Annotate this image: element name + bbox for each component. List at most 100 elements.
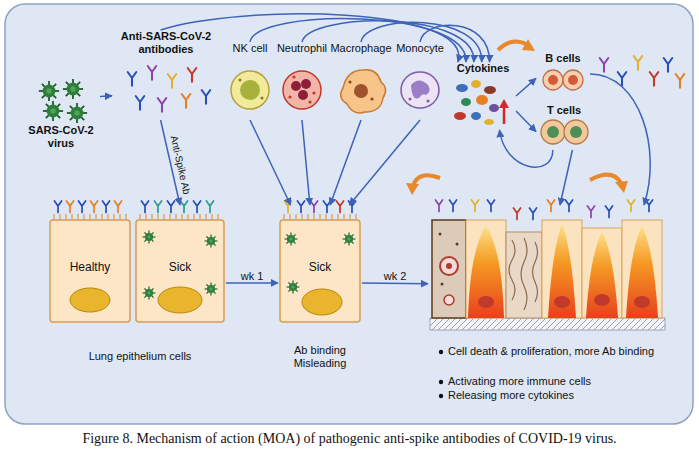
misled-cell-drawing-part — [343, 233, 356, 246]
orange-cycle-arrows — [406, 39, 628, 195]
node-label: Cytokines — [450, 62, 516, 75]
b-cell-icons-part — [563, 70, 583, 90]
damaged-tissue-drawing-part — [513, 208, 520, 219]
damaged-tissue-drawing-part — [456, 243, 459, 246]
connector — [302, 120, 310, 205]
antibody-icons-part — [168, 74, 177, 88]
antibody-icons-part — [158, 98, 167, 112]
neutrophil-icon-part — [312, 91, 315, 94]
sick-cell-drawing-part — [193, 201, 200, 212]
cytokine-icons — [454, 80, 509, 125]
sick-cell-drawing-part — [205, 283, 218, 296]
healthy-cell-drawing-part — [70, 288, 110, 312]
monocyte-icon-part — [409, 98, 412, 101]
cytokine-icons-part — [499, 99, 509, 108]
neutrophil-icon-part — [298, 90, 308, 100]
damaged-tissue-drawing-part — [449, 200, 456, 211]
free-antibody-icons-part — [664, 58, 673, 72]
antibody-icons-part — [128, 72, 137, 86]
connector — [330, 120, 361, 205]
connector — [349, 120, 420, 205]
damaged-tissue-drawing-part — [430, 318, 665, 330]
t-cell-icons-part — [541, 120, 565, 144]
cytokine-icons-part — [456, 84, 468, 92]
node-label: Healthy — [48, 260, 132, 274]
neutrophil-icon — [283, 71, 321, 109]
misled-cell-drawing-part — [297, 201, 304, 212]
damaged-tissue-drawing-part — [439, 233, 442, 236]
macrophage-icon-part — [370, 97, 373, 100]
immune-cell: Monocyte — [393, 42, 447, 120]
connector — [250, 120, 291, 205]
connector — [500, 130, 553, 167]
edge-label: wk 1 — [239, 270, 266, 282]
misled-cell-drawing-part — [284, 214, 356, 220]
damaged-tissue-drawing-part — [446, 263, 452, 269]
connector — [516, 111, 536, 132]
label-anchor: Lung epithelium cells — [60, 350, 220, 363]
damaged-tissue-drawing-part — [432, 220, 466, 318]
bullet-dots-part — [439, 394, 443, 398]
immune-cell: NK cell — [224, 42, 276, 120]
misled-cell-drawing-part — [285, 233, 298, 246]
damaged-tissue-drawing-part — [548, 224, 576, 318]
sick-cell-drawing-part — [167, 201, 174, 212]
healthy-cell-drawing-part — [90, 201, 97, 212]
neutrophil-icon-part — [288, 95, 291, 98]
neutrophil-icon-part — [292, 75, 295, 78]
cytokine-icons-part — [503, 106, 506, 124]
b-cell-icons-part — [548, 75, 558, 85]
damaged-tissue-drawing-part — [509, 238, 538, 310]
cytokine-icons-part — [461, 98, 471, 106]
nk-cell-icon-part — [231, 71, 269, 109]
damaged-tissue-drawing-part — [587, 206, 594, 217]
node-label: T cells — [536, 104, 592, 117]
macrophage-icon — [341, 70, 386, 113]
antibody-icons-part — [202, 90, 211, 104]
figure-caption: Figure 8. Mechanism of action (MOA) of p… — [0, 430, 699, 447]
damaged-tissue-drawing-part — [594, 294, 610, 306]
neutrophil-icon-part — [308, 100, 311, 103]
b-cell-group: B cells — [536, 52, 590, 96]
damaged-tissue-drawing-part — [440, 257, 458, 275]
antibody-icons-part — [148, 66, 157, 80]
damaged-tissue-drawing-part — [435, 200, 442, 211]
healthy-cell-drawing-part — [78, 201, 85, 212]
damaged-tissue-drawing-part — [466, 220, 506, 318]
sick-cell-drawing-part — [143, 231, 156, 244]
node-label: Sick — [278, 260, 362, 274]
cytokine-icons-part — [484, 119, 494, 125]
node-label: Anti-SARS-CoV-2 antibodies — [112, 30, 220, 56]
free-antibody-icons-part — [676, 74, 685, 88]
nk-cell-icon-part — [261, 97, 264, 100]
sick-cell-drawing-part — [140, 214, 218, 220]
orange-cycle-arrows-part — [522, 39, 535, 51]
b-cell-icons-part — [568, 75, 578, 85]
edge-label: wk 2 — [382, 270, 409, 282]
damaged-tissue-drawing-part — [554, 296, 570, 308]
node-label: Sick — [134, 260, 226, 274]
damaged-tissue-drawing-part — [605, 206, 612, 217]
immune-cell: Macrophage — [328, 42, 394, 120]
caption-anchor: Figure 8. Mechanism of action (MOA) of p… — [0, 430, 699, 447]
healthy-cell-drawing-part — [66, 201, 73, 212]
monocyte-icon-part — [401, 72, 439, 108]
damaged-tissue-drawing-part — [547, 200, 554, 211]
connector — [362, 282, 428, 284]
cytokine-icons-part — [454, 112, 466, 120]
node-label: Neutrophil — [274, 42, 330, 55]
cytokine-group: Cytokines — [450, 62, 516, 130]
sick-cell-drawing-part — [154, 201, 161, 212]
damaged-tissue-drawing-part — [582, 228, 622, 318]
misled-cell-drawing-part — [310, 201, 317, 212]
misled-cell-drawing-part — [336, 201, 343, 212]
healthy-cell-drawing-part — [114, 201, 121, 212]
epithelial-cell: Sick — [134, 205, 226, 323]
epithelial-cell: Healthy — [48, 205, 132, 323]
sick-cell-drawing-part — [158, 287, 202, 313]
bullet-dots-part — [439, 380, 443, 384]
connector — [100, 95, 112, 97]
node-label: SARS-CoV-2 virus — [22, 124, 100, 150]
